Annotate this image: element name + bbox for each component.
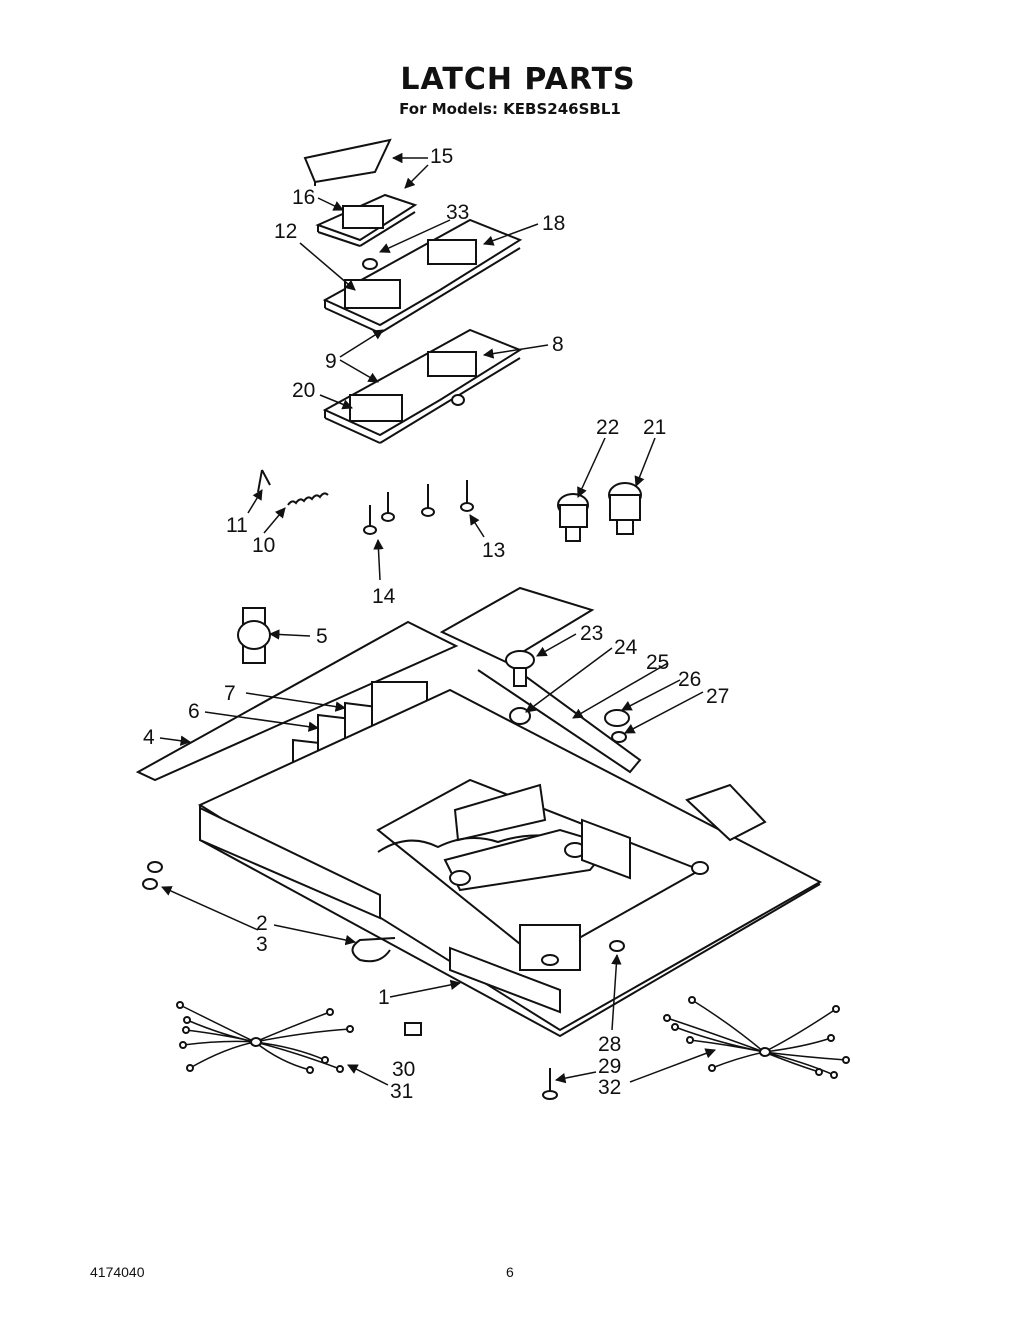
callout-5: 5 (316, 625, 328, 648)
callout-29: 29 (598, 1055, 621, 1078)
part-5-bracket (237, 607, 271, 664)
callout-16: 16 (292, 186, 315, 209)
part-11-clip (257, 469, 271, 493)
part-33-nut (362, 258, 378, 270)
callout-12: 12 (274, 220, 297, 243)
page-subtitle: For Models: KEBS246SBL1 (399, 100, 621, 118)
callout-3: 3 (256, 933, 268, 956)
callout-14: 14 (372, 585, 396, 608)
callout-2: 2 (256, 912, 268, 935)
callout-4: 4 (143, 726, 155, 749)
part-21-knob (608, 482, 642, 535)
document-number: 4174040 (90, 1264, 145, 1280)
callout-26: 26 (678, 668, 701, 691)
callout-20: 20 (292, 379, 315, 402)
part-23-plunger (505, 650, 535, 687)
callout-7: 7 (224, 682, 236, 705)
part-27-washer (611, 731, 627, 743)
callout-22: 22 (596, 416, 619, 439)
callout-31: 31 (390, 1080, 413, 1103)
part-29-screw (542, 1068, 558, 1100)
callout-23: 23 (580, 622, 603, 645)
callout-24: 24 (614, 636, 638, 659)
part-26-e-ring (604, 709, 630, 727)
callout-25: 25 (646, 651, 669, 674)
callout-30: 30 (392, 1058, 415, 1081)
callout-21: 21 (643, 416, 666, 439)
part-15-pad (303, 138, 392, 186)
callout-28: 28 (598, 1033, 621, 1056)
part-10-spring (287, 492, 329, 506)
part-22-knob (557, 493, 589, 542)
part-30-connector (404, 1022, 422, 1036)
part-1-base-plate (197, 688, 823, 1038)
callout-11: 11 (226, 514, 248, 537)
callout-33: 33 (446, 201, 469, 224)
callout-10: 10 (252, 534, 275, 557)
callout-32: 32 (598, 1076, 621, 1099)
page-title: LATCH PARTS (400, 62, 636, 97)
part-31-wire-harness (176, 1001, 354, 1074)
part-2-3-hook (142, 861, 396, 963)
callout-27: 27 (706, 685, 729, 708)
callout-6: 6 (188, 700, 200, 723)
part-24-bushing (509, 707, 531, 725)
callout-8: 8 (552, 333, 564, 356)
callout-1: 1 (378, 986, 390, 1009)
part-16-actuator (315, 193, 418, 247)
callout-labels: 15 16 33 12 18 9 8 20 22 21 11 10 13 14 … (143, 145, 729, 1103)
part-13-14-screws (363, 480, 474, 535)
lower-switch-bracket (322, 328, 523, 444)
callout-15: 15 (430, 145, 453, 168)
part-32-wire-harness (663, 996, 850, 1079)
callout-18: 18 (542, 212, 565, 235)
page-number: 6 (506, 1264, 514, 1280)
leader-lines (159, 152, 716, 1086)
callout-13: 13 (482, 539, 505, 562)
callout-9: 9 (325, 350, 337, 373)
